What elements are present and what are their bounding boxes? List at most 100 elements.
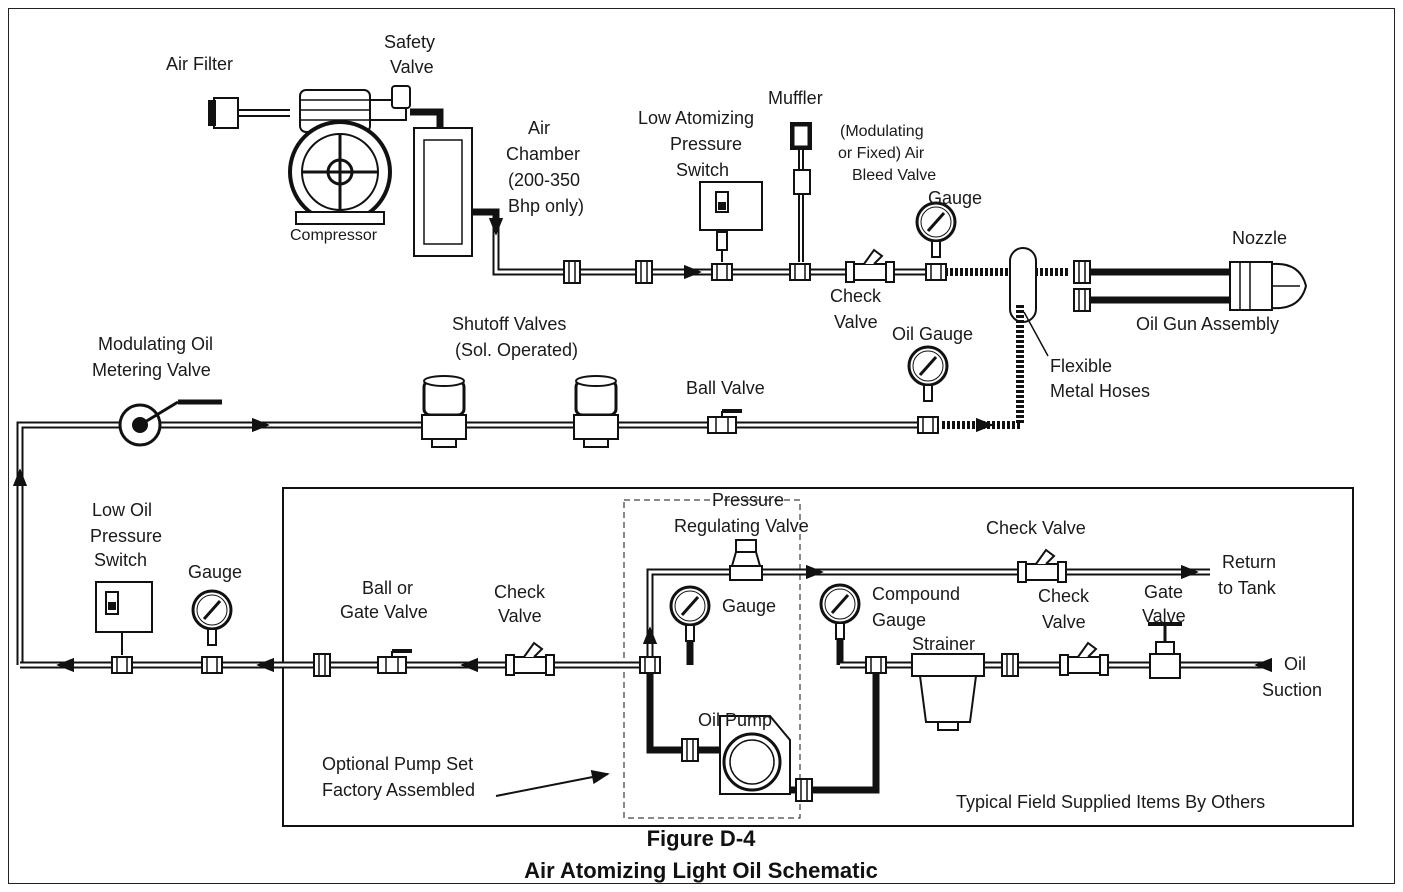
air-chamber-label-2: Chamber (506, 144, 580, 164)
gate-valve-label-1: Gate (1144, 582, 1183, 602)
pressure-regulating-valve (729, 539, 763, 581)
optional-pump-set-box (623, 499, 801, 819)
low-atomizing-label-2: Pressure (670, 134, 742, 154)
air-filter-label: Air Filter (166, 54, 233, 74)
gauge-left-label: Gauge (188, 562, 242, 582)
oil-gauge-tee (917, 416, 939, 434)
low-oil-tee (111, 656, 133, 674)
oil-suction-label-1: Oil (1284, 654, 1306, 674)
gate-valve (1148, 622, 1182, 679)
suction-union (1001, 653, 1019, 677)
low-oil-pressure-switch (95, 581, 153, 655)
optional-pump-label-2: Factory Assembled (322, 780, 475, 800)
strainer (911, 653, 985, 731)
compound-gauge (819, 583, 861, 641)
return-check-valve (1017, 549, 1067, 583)
safety-valve-label-2: Valve (390, 57, 434, 77)
check-valve-return-label: Check Valve (986, 518, 1086, 538)
air-bleed-label-1: (Modulating (840, 123, 924, 140)
left-gauge (191, 589, 233, 647)
shutoff-valve-1 (420, 374, 468, 449)
compressor-label: Compressor (290, 227, 378, 244)
low-oil-pressure-label-2: Pressure (90, 526, 162, 546)
air-tee-3 (925, 263, 947, 281)
air-union-1 (563, 260, 581, 284)
oil-pump (681, 715, 813, 802)
modulating-oil-label-1: Modulating Oil (98, 334, 213, 354)
oil-gauge (907, 345, 949, 403)
compound-tee (865, 656, 887, 674)
pump-gauge (669, 585, 711, 643)
figure-number: Figure D-4 (647, 826, 757, 851)
oil-gun-label: Oil Gun Assembly (1136, 314, 1279, 334)
ball-or-gate-label-1: Ball or (362, 578, 413, 598)
air-chamber-label-3: (200-350 (508, 170, 580, 190)
air-gauge (915, 201, 957, 259)
oil-suction-label-2: Suction (1262, 680, 1322, 700)
gauge-top-label: Gauge (928, 188, 982, 208)
gate-valve-label-2: Valve (1142, 606, 1186, 626)
pump-cross (639, 656, 661, 674)
low-atomizing-switch (699, 181, 763, 262)
ball-or-gate-valve (376, 649, 414, 675)
return-to-tank-label-2: to Tank (1218, 578, 1277, 598)
ball-valve-label: Ball Valve (686, 378, 765, 398)
compressor (208, 85, 444, 225)
air-tee-2 (789, 263, 811, 281)
compound-gauge-label-2: Gauge (872, 610, 926, 630)
typical-field-label: Typical Field Supplied Items By Others (956, 792, 1265, 812)
oil-gun-assembly (1073, 260, 1308, 312)
hose-leader (1023, 311, 1049, 357)
compound-gauge-label-1: Compound (872, 584, 960, 604)
check-valve-mid-label-2: Valve (498, 606, 542, 626)
muffler (790, 122, 812, 262)
air-pipe (492, 222, 1230, 304)
mid-check-valve (505, 642, 555, 676)
low-atomizing-label-1: Low Atomizing (638, 108, 754, 128)
muffler-label: Muffler (768, 88, 823, 108)
air-chamber-label-4: Bhp only) (508, 196, 584, 216)
flexible-metal-hoses (940, 247, 1037, 429)
air-check-valve (845, 249, 895, 283)
oil-supply-pipe (12, 417, 994, 665)
air-chamber-label-1: Air (528, 118, 550, 138)
check-valve-mid-label-1: Check (494, 582, 546, 602)
oil-pump-label: Oil Pump (698, 710, 772, 730)
safety-valve-label-1: Safety (384, 32, 435, 52)
check-valve-suction-label-1: Check (1038, 586, 1090, 606)
suction-check-valve (1059, 642, 1109, 676)
flexible-hoses-label-1: Flexible (1050, 356, 1112, 376)
air-union-2 (635, 260, 653, 284)
left-gauge-tee (201, 656, 223, 674)
modulating-oil-label-2: Metering Valve (92, 360, 211, 380)
shutoff-valves-label-2: (Sol. Operated) (455, 340, 578, 360)
pressure-regulating-label-1: Pressure (712, 490, 784, 510)
low-oil-pressure-label-3: Switch (94, 550, 147, 570)
modulating-oil-metering-valve (118, 399, 222, 447)
gauge-pump-label: Gauge (722, 596, 776, 616)
air-tee-1 (711, 263, 733, 281)
low-atomizing-label-3: Switch (676, 160, 729, 180)
air-bleed-label-3: Bleed Valve (852, 167, 936, 184)
return-union (313, 653, 331, 677)
shutoff-valve-2 (572, 374, 620, 449)
field-supplied-box (282, 487, 1354, 827)
ball-valve (706, 409, 744, 435)
air-bleed-label-2: or Fixed) Air (838, 145, 925, 162)
check-valve-top-label-2: Valve (834, 312, 878, 332)
return-to-tank-label-1: Return (1222, 552, 1276, 572)
optional-pump-label-1: Optional Pump Set (322, 754, 473, 774)
low-oil-pressure-label-1: Low Oil (92, 500, 152, 520)
flexible-hoses-label-2: Metal Hoses (1050, 381, 1150, 401)
check-valve-top-label-1: Check (830, 286, 882, 306)
optional-pump-leader (495, 770, 610, 797)
strainer-label: Strainer (912, 634, 975, 654)
air-chamber (413, 127, 504, 257)
shutoff-valves-label-1: Shutoff Valves (452, 314, 566, 334)
figure-title: Air Atomizing Light Oil Schematic (524, 858, 878, 883)
diagram-frame (8, 8, 1395, 884)
nozzle-label: Nozzle (1232, 228, 1287, 248)
ball-or-gate-label-2: Gate Valve (340, 602, 428, 622)
oil-gauge-label: Oil Gauge (892, 324, 973, 344)
